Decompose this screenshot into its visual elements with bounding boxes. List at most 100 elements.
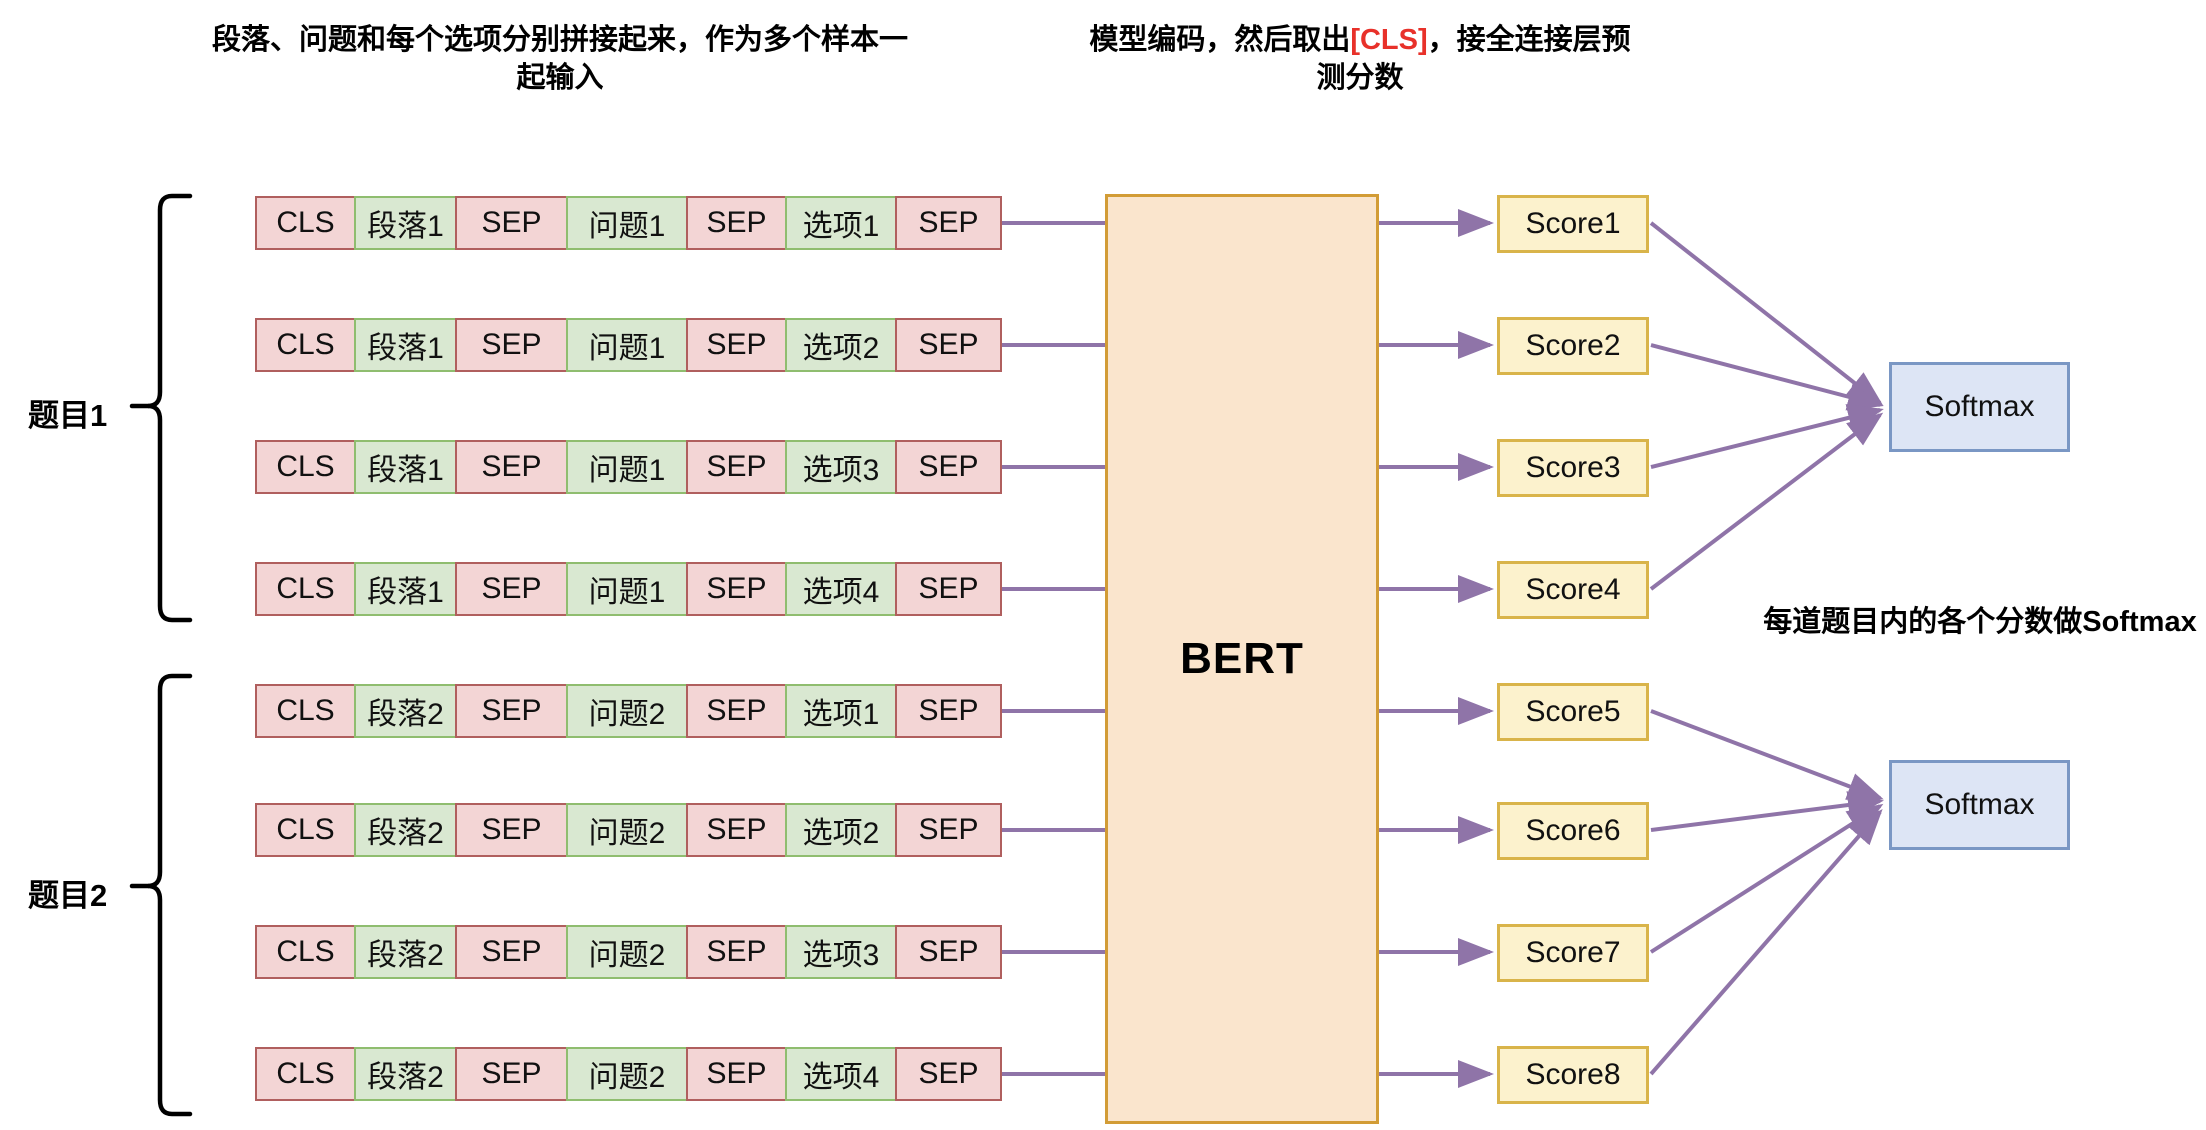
token-cell: 问题2	[566, 925, 688, 979]
token-cell: CLS	[255, 318, 356, 372]
token-cell: SEP	[895, 1047, 1002, 1101]
token-cell: SEP	[455, 196, 568, 250]
token-cell: 段落2	[354, 925, 457, 979]
token-cell: SEP	[895, 318, 1002, 372]
caption-encode-suffix: ，接全连接层预测分数	[1316, 24, 1631, 94]
bert-to-score-arrows	[1379, 209, 1494, 1088]
token-cell: SEP	[686, 318, 787, 372]
token-cell: SEP	[455, 684, 568, 738]
token-cell: SEP	[686, 562, 787, 616]
group-label-question-2: 题目2	[28, 878, 108, 913]
token-cell: SEP	[895, 925, 1002, 979]
softmax-box-question-1[interactable]: Softmax	[1889, 362, 2070, 452]
score-label: Score4	[1525, 573, 1621, 606]
token-cell: 段落2	[354, 684, 457, 738]
token-cell: SEP	[895, 684, 1002, 738]
caption-encode-prefix: 模型编码，然后取出	[1089, 24, 1351, 56]
token-cell: 选项1	[785, 196, 897, 250]
bert-model-box[interactable]: BERT	[1105, 194, 1379, 1124]
token-cell: 选项2	[785, 318, 897, 372]
token-cell: SEP	[686, 684, 787, 738]
token-cell: 选项1	[785, 684, 897, 738]
token-cell: CLS	[255, 925, 356, 979]
score-box[interactable]: Score6	[1497, 802, 1649, 860]
token-cell: SEP	[455, 440, 568, 494]
token-cell: SEP	[455, 803, 568, 857]
token-cell: 问题1	[566, 440, 688, 494]
score-box[interactable]: Score4	[1497, 561, 1649, 619]
score-box[interactable]: Score7	[1497, 924, 1649, 982]
token-cell: 段落2	[354, 1047, 457, 1101]
caption-softmax-description: 每道题目内的各个分数做Softmax	[1763, 606, 2197, 638]
score-label: Score6	[1525, 814, 1621, 847]
token-cell: SEP	[686, 803, 787, 857]
score-label: Score8	[1525, 1058, 1621, 1091]
caption-cls-token: [CLS]	[1350, 24, 1428, 56]
token-cell: 段落1	[354, 196, 457, 250]
token-cell: 选项3	[785, 440, 897, 494]
softmax-label: Softmax	[1924, 788, 2035, 821]
score-label: Score7	[1525, 936, 1621, 969]
token-cell: SEP	[455, 318, 568, 372]
token-cell: 问题2	[566, 684, 688, 738]
token-cell: 选项2	[785, 803, 897, 857]
score-box[interactable]: Score5	[1497, 683, 1649, 741]
token-cell: SEP	[455, 925, 568, 979]
group-label-question-1: 题目1	[28, 398, 108, 433]
token-cell: CLS	[255, 196, 356, 250]
score-box[interactable]: Score2	[1497, 317, 1649, 375]
token-cell: SEP	[455, 562, 568, 616]
token-cell: 问题1	[566, 196, 688, 250]
row-to-bert-connectors	[1000, 221, 1105, 1076]
token-cell: 选项4	[785, 1047, 897, 1101]
token-cell: CLS	[255, 562, 356, 616]
token-cell: 问题1	[566, 318, 688, 372]
token-cell: 问题2	[566, 1047, 688, 1101]
token-cell: SEP	[686, 440, 787, 494]
brace-group-2	[129, 673, 193, 1117]
score-to-softmax-1-arrows	[1649, 221, 1884, 591]
score-label: Score1	[1525, 207, 1621, 240]
token-cell: 选项4	[785, 562, 897, 616]
token-cell: SEP	[895, 440, 1002, 494]
token-cell: SEP	[455, 1047, 568, 1101]
caption-input-description: 段落、问题和每个选项分别拼接起来，作为多个样本一起输入	[211, 24, 908, 94]
score-box[interactable]: Score3	[1497, 439, 1649, 497]
token-cell: SEP	[686, 925, 787, 979]
token-cell: CLS	[255, 440, 356, 494]
token-cell: 问题2	[566, 803, 688, 857]
token-cell: SEP	[895, 562, 1002, 616]
token-cell: CLS	[255, 684, 356, 738]
token-cell: SEP	[895, 196, 1002, 250]
bert-label: BERT	[1180, 634, 1304, 683]
token-cell: 段落1	[354, 318, 457, 372]
score-box[interactable]: Score8	[1497, 1046, 1649, 1104]
brace-group-1	[129, 193, 193, 623]
token-cell: SEP	[686, 196, 787, 250]
token-cell: 段落2	[354, 803, 457, 857]
token-cell: CLS	[255, 1047, 356, 1101]
score-label: Score2	[1525, 329, 1621, 362]
token-cell: 段落1	[354, 440, 457, 494]
score-label: Score3	[1525, 451, 1621, 484]
token-cell: SEP	[895, 803, 1002, 857]
token-cell: 选项3	[785, 925, 897, 979]
token-cell: 问题1	[566, 562, 688, 616]
score-label: Score5	[1525, 695, 1621, 728]
score-box[interactable]: Score1	[1497, 195, 1649, 253]
caption-encode-description: 模型编码，然后取出[CLS]，接全连接层预测分数	[1080, 22, 1640, 97]
token-cell: CLS	[255, 803, 356, 857]
score-to-softmax-2-arrows	[1649, 709, 1884, 1076]
softmax-label: Softmax	[1924, 390, 2035, 423]
token-cell: 段落1	[354, 562, 457, 616]
softmax-box-question-2[interactable]: Softmax	[1889, 760, 2070, 850]
